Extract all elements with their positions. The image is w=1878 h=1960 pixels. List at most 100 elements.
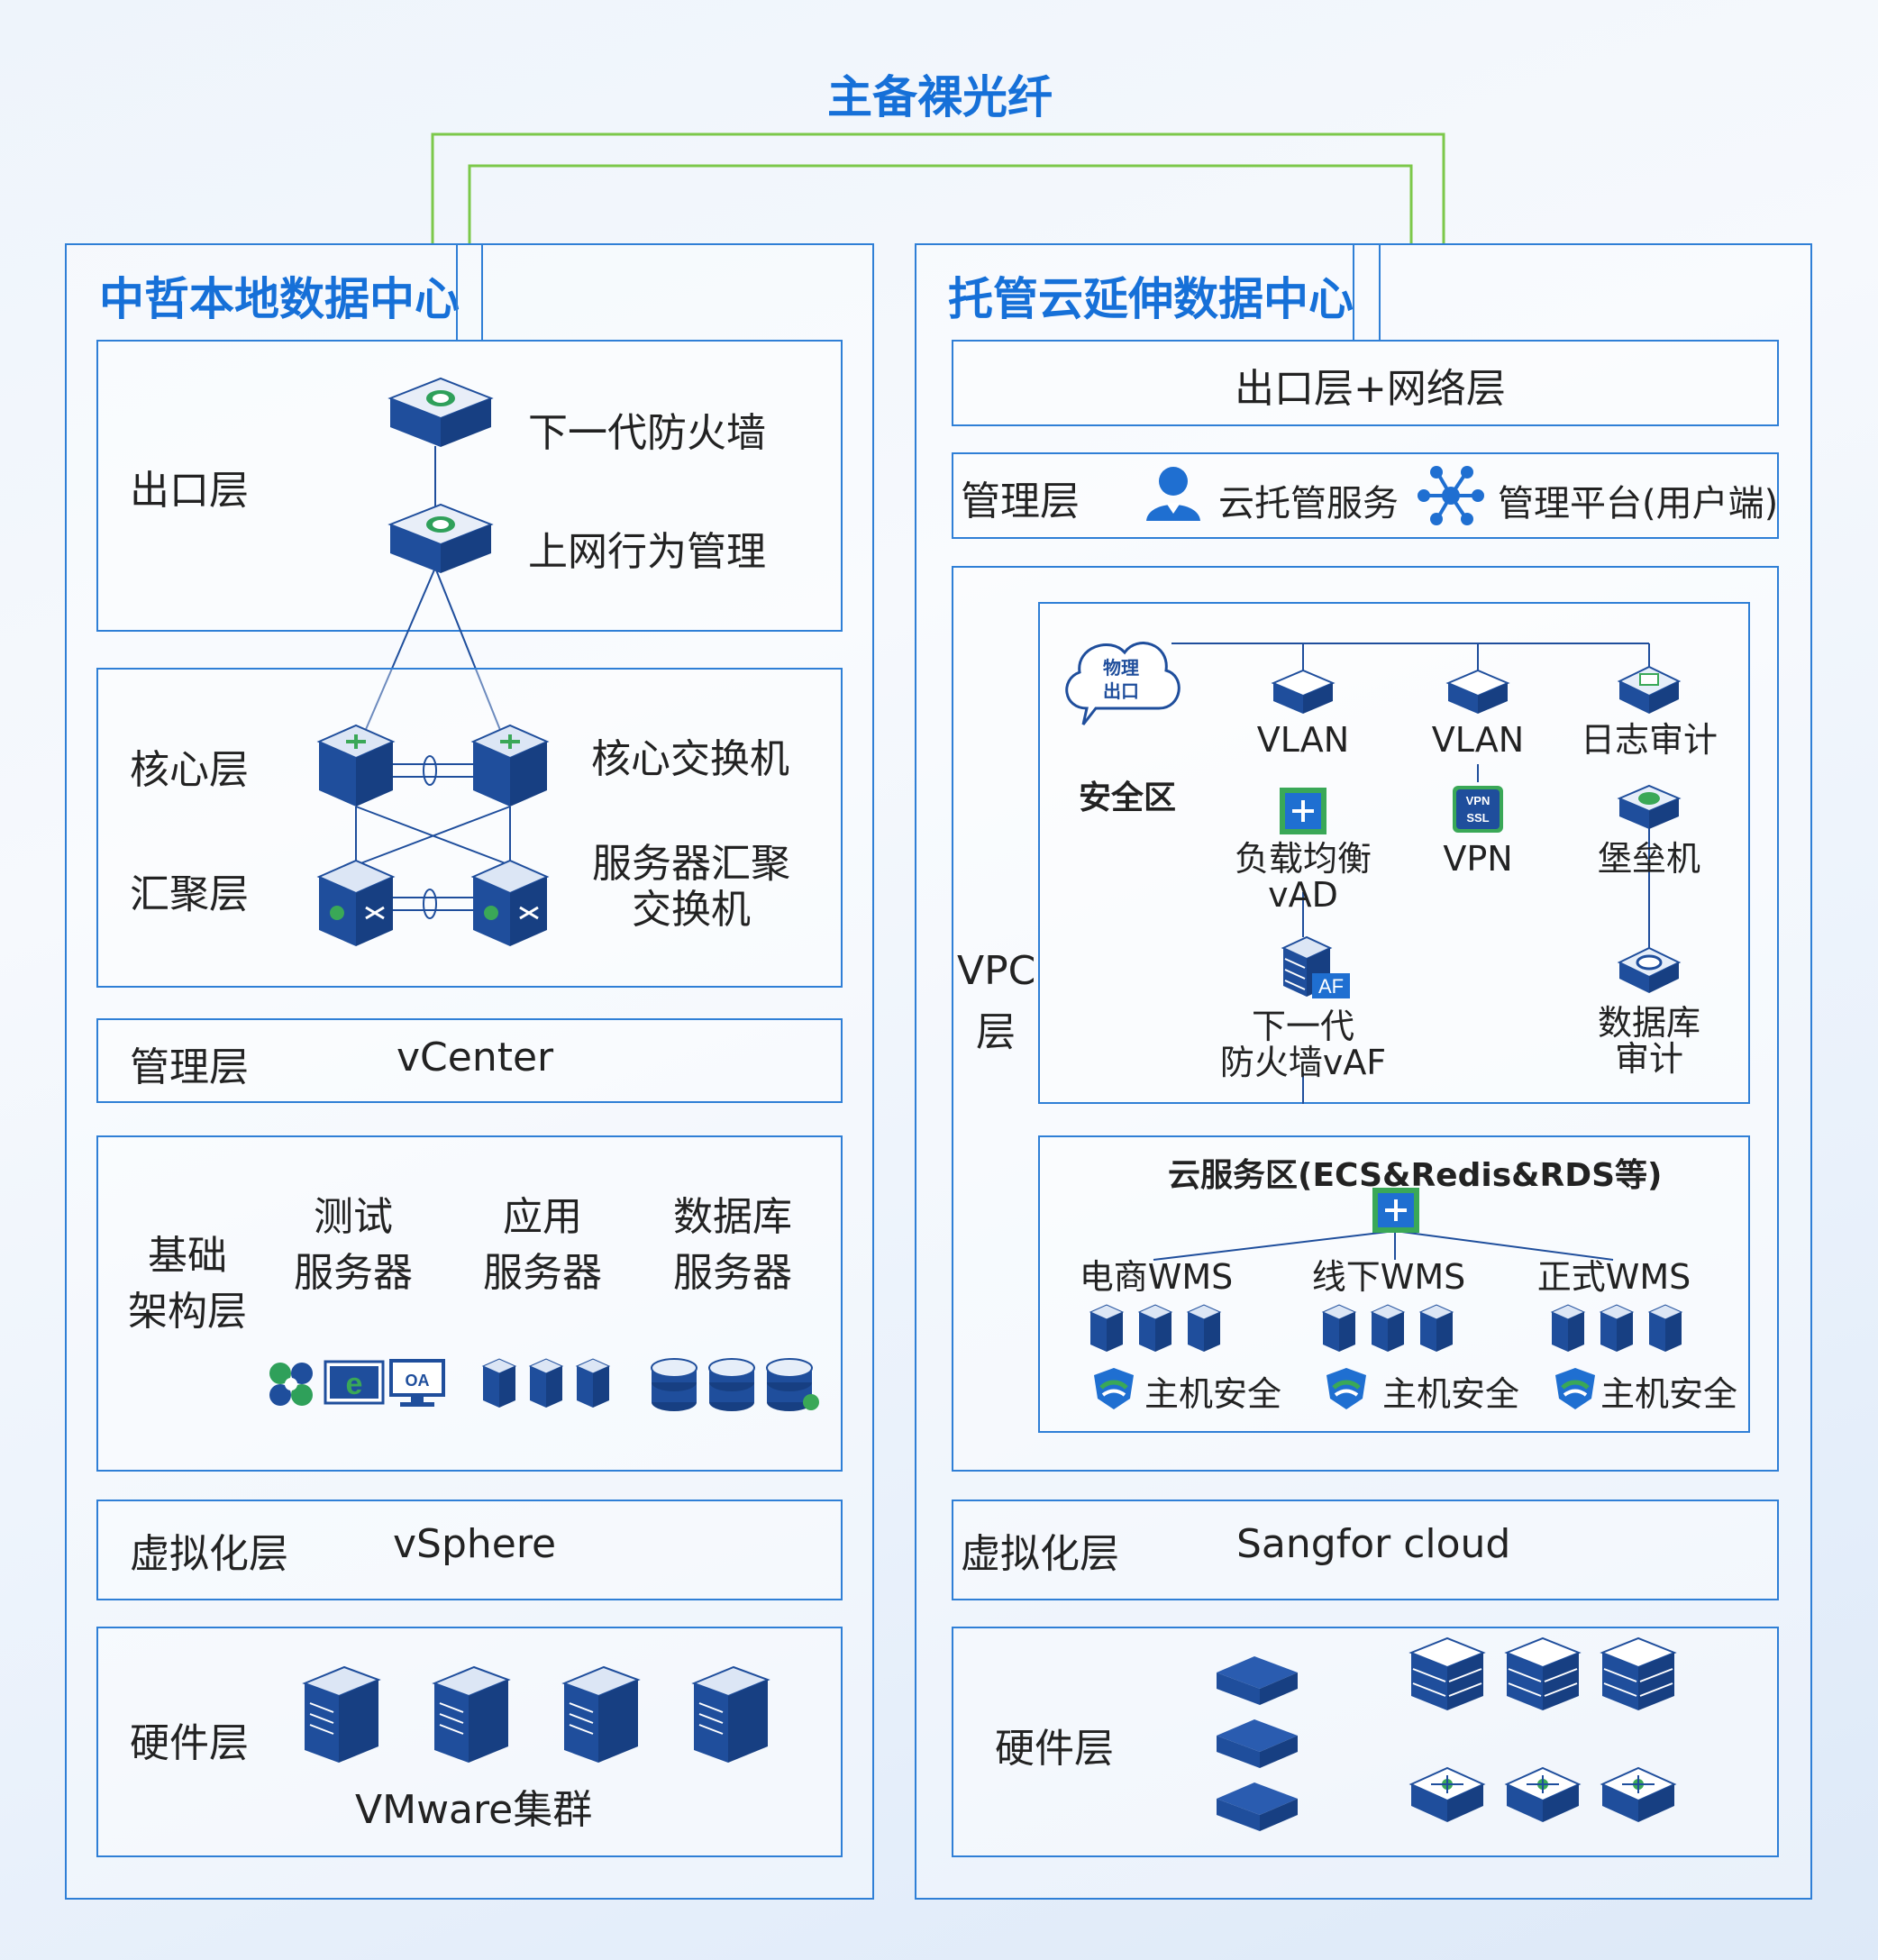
load-balancer-line1: 负载均衡 (1234, 839, 1372, 879)
vpc-layer-label: VPC 层 (957, 941, 1035, 1063)
vaf-firewall-icon: AF (1281, 935, 1350, 998)
log-audit-label: 日志审计 (1580, 720, 1718, 760)
host-security-label-2: 主机安全 (1382, 1374, 1520, 1414)
server-agg-label: 服务器汇聚 交换机 (588, 841, 795, 933)
app-server-line2: 服务器 (483, 1249, 602, 1296)
wms-offline-vm-icons (1322, 1304, 1454, 1353)
cloud-hosting-label: 云托管服务 (1218, 483, 1399, 524)
app-server-label: 应用 服务器 (470, 1190, 615, 1300)
firewall-label: 下一代防火墙 (528, 410, 766, 456)
storage-node-icons (1408, 1636, 1675, 1711)
behavior-mgmt-label: 上网行为管理 (528, 529, 766, 575)
host-security-shield-icon-2 (1326, 1368, 1366, 1409)
load-balancer-line2: vAD (1268, 874, 1338, 915)
aggregation-switch-icon-2 (470, 859, 550, 946)
infra-layer-label-line1: 基础 (148, 1233, 227, 1279)
wms-ecommerce-vm-icons (1089, 1304, 1221, 1353)
svg-text:e: e (346, 1367, 363, 1401)
aggregation-switch-icon (316, 859, 396, 946)
network-switch-icons (1408, 1766, 1675, 1823)
cloud-virt-box (952, 1500, 1779, 1600)
vlan-switch-icon-2 (1445, 669, 1510, 714)
wms-ecommerce-label: 电商WMS (1079, 1257, 1234, 1297)
aggregation-layer-label: 汇聚层 (130, 871, 249, 917)
cloud-egress-label: 出口层+网络层 (1235, 366, 1506, 412)
cloud-virt-label: 虚拟化层 (961, 1531, 1119, 1577)
db-audit-line1: 数据库 (1597, 1003, 1700, 1043)
host-security-label-3: 主机安全 (1600, 1374, 1738, 1414)
af-icon-text: AF (1318, 975, 1344, 998)
test-server-line1: 测试 (314, 1194, 393, 1240)
user-service-icon (1146, 467, 1200, 521)
db-audit-line2: 审计 (1614, 1038, 1683, 1079)
vsphere-label: vSphere (393, 1521, 557, 1567)
core-layer-box (96, 668, 843, 988)
oa-monitor-icon: OA (389, 1359, 445, 1407)
host-security-shield-icon-1 (1094, 1368, 1134, 1409)
cloud-service-zone-box (1038, 1135, 1750, 1433)
vlan-switch-icon-1 (1271, 669, 1336, 714)
wms-offline-label: 线下WMS (1311, 1257, 1466, 1297)
core-switch-icon-2 (470, 724, 550, 807)
firewall-icon (387, 377, 494, 447)
bastion-host-label: 堡垒机 (1597, 839, 1700, 879)
test-server-label: 测试 服务器 (281, 1190, 425, 1300)
db-audit-icon (1617, 946, 1682, 993)
infra-layer-box (96, 1135, 843, 1472)
app-server-line1: 应用 (503, 1194, 582, 1240)
wms-prod-vm-icons (1551, 1304, 1682, 1353)
vcenter-label: vCenter (397, 1035, 554, 1080)
cloud-datacenter-title: 托管云延伸数据中心 (948, 273, 1354, 325)
server-agg-label-line2: 交换机 (632, 886, 751, 933)
ie-icon: e (324, 1360, 385, 1405)
db-server-line2: 服务器 (673, 1249, 792, 1296)
host-security-shield-icon-3 (1555, 1368, 1595, 1409)
db-audit-label: 数据库 审计 (1577, 1003, 1721, 1079)
core-switch-icon (316, 724, 396, 807)
host-security-label-1: 主机安全 (1144, 1374, 1282, 1414)
test-server-line2: 服务器 (294, 1249, 413, 1296)
load-balancer-icon (1280, 788, 1326, 834)
cloud-line2: 出口 (1103, 680, 1139, 702)
hw-layer-label: 硬件层 (130, 1720, 249, 1766)
vpn-ssl-icon: VPN SSL (1453, 786, 1503, 833)
db-server-line1: 数据库 (673, 1194, 792, 1240)
load-balancer-label: 负载均衡 vAD (1213, 839, 1393, 915)
cloud-datacenter-panel (915, 243, 1812, 1900)
log-audit-icon (1617, 665, 1682, 714)
db-server-label: 数据库 服务器 (656, 1190, 809, 1300)
network-hub-icon (1418, 466, 1484, 525)
appliance-stack-icons (1217, 1656, 1298, 1831)
local-datacenter-title: 中哲本地数据中心 (99, 273, 460, 325)
wms-prod-label: 正式WMS (1536, 1257, 1691, 1297)
server-tower-icons (302, 1665, 769, 1764)
vaf-firewall-line1: 下一代 (1251, 1007, 1354, 1046)
server-agg-label-line1: 服务器汇聚 (592, 841, 790, 887)
oa-icon-text: OA (406, 1372, 430, 1390)
clover-icon (269, 1363, 313, 1406)
egress-layer-box (96, 340, 843, 632)
vlan-label-2: VLAN (1431, 720, 1525, 760)
infra-layer-label: 基础 架构层 (117, 1228, 258, 1339)
ssl-icon-text: SSL (1466, 811, 1489, 825)
fiber-title: 主备裸光纤 (827, 71, 1053, 123)
cloud-hw-label: 硬件层 (995, 1726, 1114, 1772)
egress-layer-label: 出口层 (130, 468, 249, 514)
sangfor-cloud-label: Sangfor cloud (1236, 1521, 1511, 1567)
cloud-mgmt-box (952, 452, 1779, 539)
cloud-egress-box (952, 340, 1779, 426)
virt-layer-label: 虚拟化层 (130, 1531, 288, 1577)
cloud-mgmt-label: 管理层 (961, 479, 1080, 524)
security-zone-label: 安全区 (1079, 779, 1177, 816)
vmware-cluster-label: VMware集群 (355, 1787, 593, 1833)
vaf-firewall-label: 下一代 防火墙vAF (1213, 1007, 1393, 1081)
vpc-layer-line1: VPC (957, 948, 1036, 994)
vpn-icon-text: VPN (1466, 794, 1491, 807)
vpc-layer-line2: 层 (976, 1009, 1016, 1056)
cloud-line1: 物理 (1103, 657, 1139, 679)
